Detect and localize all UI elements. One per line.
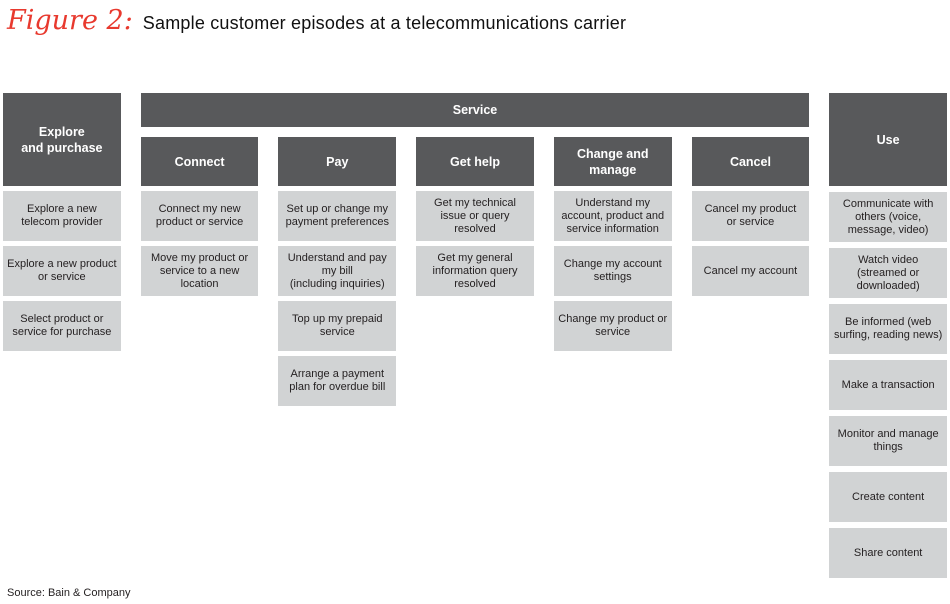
episode-cell: Get my technical issue or query resolved [416, 191, 534, 241]
stage-header-change-and-manage: Change and manage [553, 137, 672, 186]
episode-cell: Set up or change my payment preferences [278, 191, 397, 241]
stage-header-use: Use [829, 93, 947, 186]
episode-cell: Communicate with others (voice, message,… [829, 192, 947, 242]
episode-cell: Select product or service for purchase [3, 301, 121, 351]
episode-cell: Get my general information query resolve… [416, 246, 534, 296]
stage-header-connect: Connect [140, 137, 259, 186]
episode-cell: Understand my account, product and servi… [553, 191, 672, 241]
source-note: Source: Bain & Company [7, 587, 131, 599]
episode-cell: Change my account settings [553, 246, 672, 296]
column-use: Use Communicate with others (voice, mess… [829, 93, 947, 578]
episode-cell: Arrange a payment plan for overdue bill [278, 356, 397, 406]
column-explore-and-purchase: Explore and purchase Explore a new telec… [3, 93, 121, 351]
episode-cell: Explore a new product or service [3, 246, 121, 296]
column-pay: Pay Set up or change my payment preferen… [278, 137, 397, 406]
episode-cell: Make a transaction [829, 360, 947, 410]
figure-title: Figure 2: Sample customer episodes at a … [7, 4, 626, 38]
episode-cell: Share content [829, 528, 947, 578]
episode-cell: Cancel my account [691, 246, 810, 296]
column-cancel: Cancel Cancel my product or service Canc… [691, 137, 810, 406]
episode-cell: Top up my prepaid service [278, 301, 397, 351]
stage-header-explore-and-purchase: Explore and purchase [3, 93, 121, 186]
service-band: Service Connect Connect my new product o… [140, 93, 810, 406]
figure-number-label: Figure 2: [7, 5, 133, 36]
episode-cell: Watch video (streamed or downloaded) [829, 248, 947, 298]
episodes-board: Explore and purchase Explore a new telec… [3, 93, 947, 578]
episode-cell: Connect my new product or service [140, 191, 259, 241]
episode-cell: Move my product or service to a new loca… [140, 246, 259, 296]
stage-header-cancel: Cancel [691, 137, 810, 186]
column-get-help: Get help Get my technical issue or query… [416, 137, 534, 406]
figure-title-text: Sample customer episodes at a telecommun… [142, 13, 627, 33]
column-change-and-manage: Change and manage Understand my account,… [553, 137, 672, 406]
episode-cell: Monitor and manage things [829, 416, 947, 466]
episode-cell: Create content [829, 472, 947, 522]
stage-header-service: Service [140, 93, 810, 127]
episode-cell: Explore a new telecom provider [3, 191, 121, 241]
column-connect: Connect Connect my new product or servic… [140, 137, 259, 406]
episode-cell: Change my product or service [553, 301, 672, 351]
episode-cell: Be informed (web surfing, reading news) [829, 304, 947, 354]
stage-header-get-help: Get help [416, 137, 534, 186]
episode-cell: Understand and pay my bill (including in… [278, 246, 397, 296]
stage-header-pay: Pay [278, 137, 397, 186]
episode-cell: Cancel my product or service [691, 191, 810, 241]
